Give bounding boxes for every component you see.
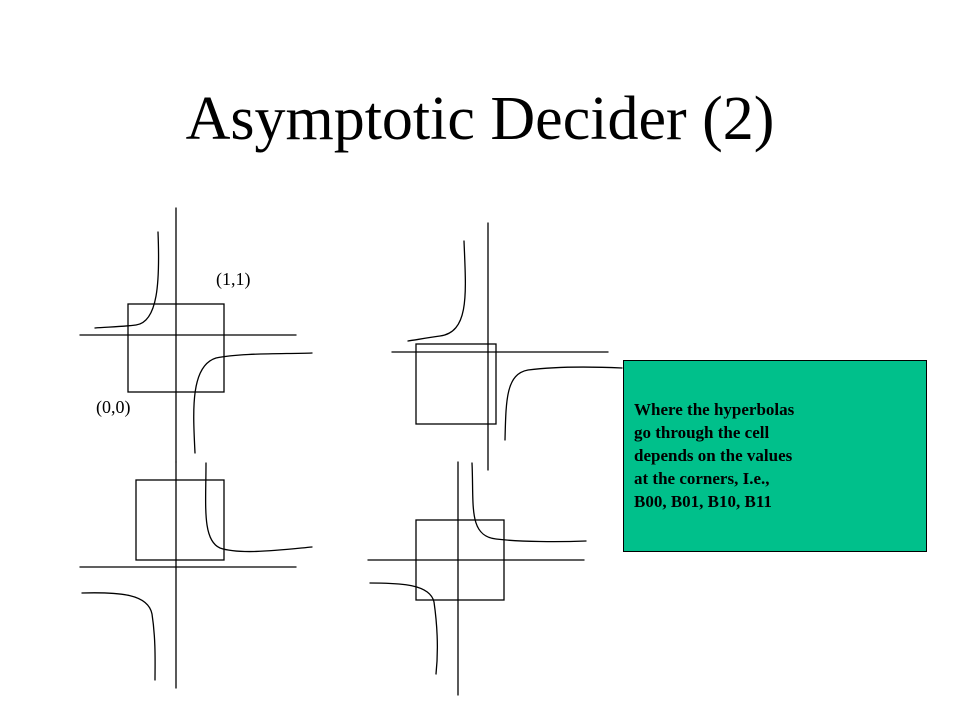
callout-line: Where the hyperbolas <box>634 400 795 419</box>
callout-line: go through the cell <box>634 423 770 442</box>
diagram-top-left <box>79 207 313 463</box>
hyperbola-branch-lower-right <box>193 352 313 454</box>
hyperbola-branch-upper-left <box>407 240 466 342</box>
callout-line: B00, B01, B10, B11 <box>634 492 772 511</box>
hyperbola-branch-lower-right <box>504 366 623 441</box>
hyperbola-branch-lower-left <box>369 582 438 675</box>
slide-title: Asymptotic Decider (2) <box>185 85 775 153</box>
cell-square <box>135 479 225 561</box>
cell-square <box>415 519 505 601</box>
diagram-bottom-right <box>367 461 587 696</box>
corner-label-bottom: (0,0) <box>96 397 131 417</box>
explanation-callout: Where the hyperbolas go through the cell… <box>623 360 927 552</box>
hyperbola-branch-upper-right <box>204 462 313 553</box>
callout-line: depends on the values <box>634 446 793 465</box>
cell-square <box>415 343 497 425</box>
cell-square <box>127 303 225 393</box>
callout-line: at the corners, I.e., <box>634 469 770 488</box>
hyperbola-branch-upper-left <box>94 231 160 329</box>
diagram-top-right <box>391 222 623 471</box>
hyperbola-branch-lower-left <box>81 592 156 681</box>
diagram-bottom-left <box>79 461 313 689</box>
hyperbola-branch-upper-right <box>471 462 587 543</box>
corner-label-top: (1,1) <box>216 269 251 289</box>
